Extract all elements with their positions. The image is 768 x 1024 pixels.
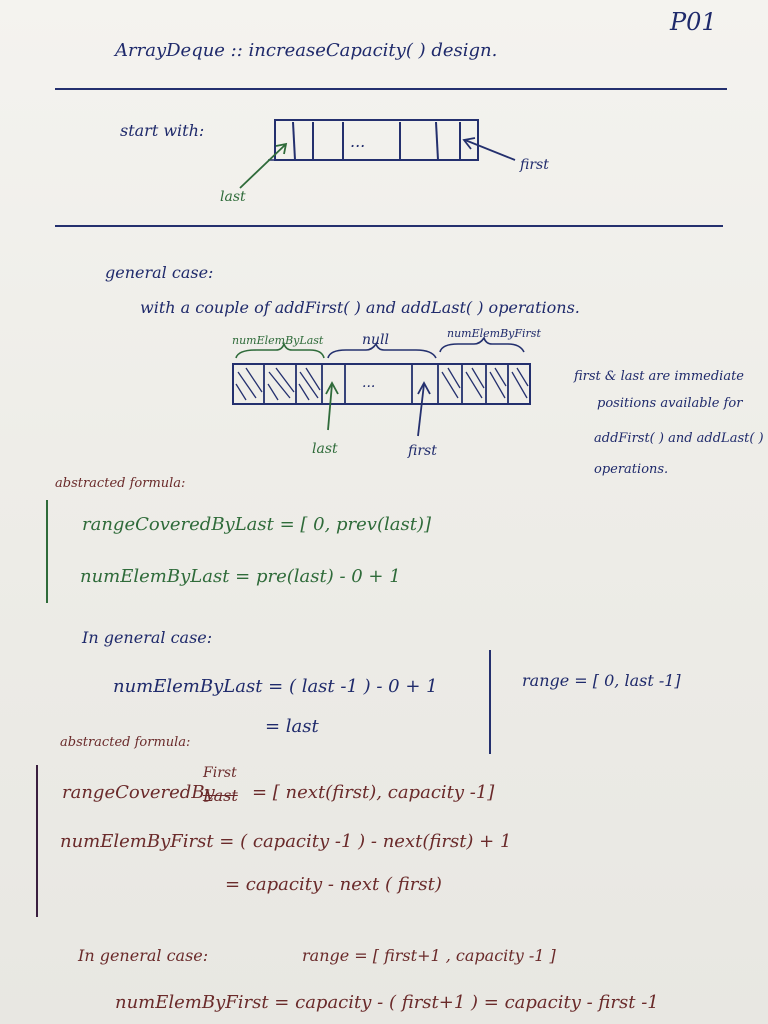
- last-formula-range: rangeCoveredByLast = [ 0, prev(last)]: [82, 514, 432, 535]
- start-dots: ...: [350, 132, 366, 151]
- first-formula-num-2: = capacity - next ( first): [225, 874, 442, 895]
- hatch-last-cells: [235, 367, 321, 401]
- general-subheading: with a couple of addFirst( ) and addLast…: [140, 298, 580, 317]
- start-last-label: last: [220, 189, 246, 205]
- page-number: P01: [670, 8, 717, 36]
- general-dots: ...: [362, 375, 376, 391]
- divider-middle: [55, 225, 723, 227]
- last-formula-bar: [46, 500, 48, 603]
- brace-last-label: numElemByLast: [232, 334, 324, 347]
- brace-first: [439, 336, 525, 353]
- first-general-label: In general case:: [78, 946, 209, 965]
- first-general-num: numElemByFirst = capacity - ( first+1 ) …: [115, 992, 659, 1013]
- note-line-2: positions available for: [597, 396, 743, 411]
- divider-top: [55, 88, 727, 90]
- start-first-arrowhead: [462, 137, 476, 150]
- general-first-label: first: [408, 443, 437, 459]
- last-abstracted-label: abstracted formula:: [55, 476, 186, 491]
- general-last-arrowhead: [325, 381, 339, 395]
- last-general-num-1: numElemByLast = ( last -1 ) - 0 + 1: [113, 676, 438, 697]
- first-formula-num-1: numElemByFirst = ( capacity -1 ) - next(…: [60, 831, 512, 852]
- general-heading: general case:: [105, 263, 214, 282]
- last-general-range: range = [ 0, last -1]: [522, 671, 681, 690]
- last-formula-num: numElemByLast = pre(last) - 0 + 1: [80, 566, 401, 587]
- last-general-label: In general case:: [82, 628, 213, 647]
- start-array-divider: [292, 121, 296, 161]
- note-line-4: operations.: [594, 462, 669, 477]
- general-last-label: last: [312, 441, 338, 457]
- brace-last: [235, 341, 325, 359]
- start-array-divider: [435, 121, 439, 161]
- note-line-3: addFirst( ) and addLast( ): [594, 431, 764, 446]
- first-formula-range-prefix: rangeCoveredBy: [62, 782, 215, 803]
- brace-null-label: null: [362, 332, 389, 348]
- start-last-arrow: [239, 144, 286, 189]
- first-formula-range-insert: First: [203, 765, 237, 781]
- general-first-arrowhead: [417, 381, 431, 395]
- start-first-arrow: [464, 139, 516, 161]
- first-general-range: range = [ first+1 , capacity -1 ]: [302, 946, 556, 965]
- general-array-box: [232, 363, 531, 405]
- hatch-first-cells: [441, 367, 529, 399]
- first-formula-bar: [36, 765, 38, 917]
- first-formula-range-struck: Last: [203, 786, 238, 805]
- start-label: start with:: [120, 121, 205, 140]
- brace-null: [327, 342, 437, 359]
- general-last-arrow: [327, 383, 333, 431]
- brace-first-label: numElemByFirst: [447, 327, 541, 340]
- start-first-label: first: [520, 157, 549, 173]
- first-abstracted-label: abstracted formula:: [60, 735, 191, 750]
- start-last-arrowhead: [275, 142, 288, 155]
- last-general-num-2: = last: [265, 716, 319, 737]
- general-first-arrow: [417, 383, 425, 437]
- page-title: ArrayDeque :: increaseCapacity( ) design…: [115, 40, 498, 61]
- note-line-1: first & last are immediate: [574, 369, 744, 384]
- first-formula-range-suffix: = [ next(first), capacity -1]: [252, 782, 495, 803]
- last-general-divider: [489, 650, 491, 754]
